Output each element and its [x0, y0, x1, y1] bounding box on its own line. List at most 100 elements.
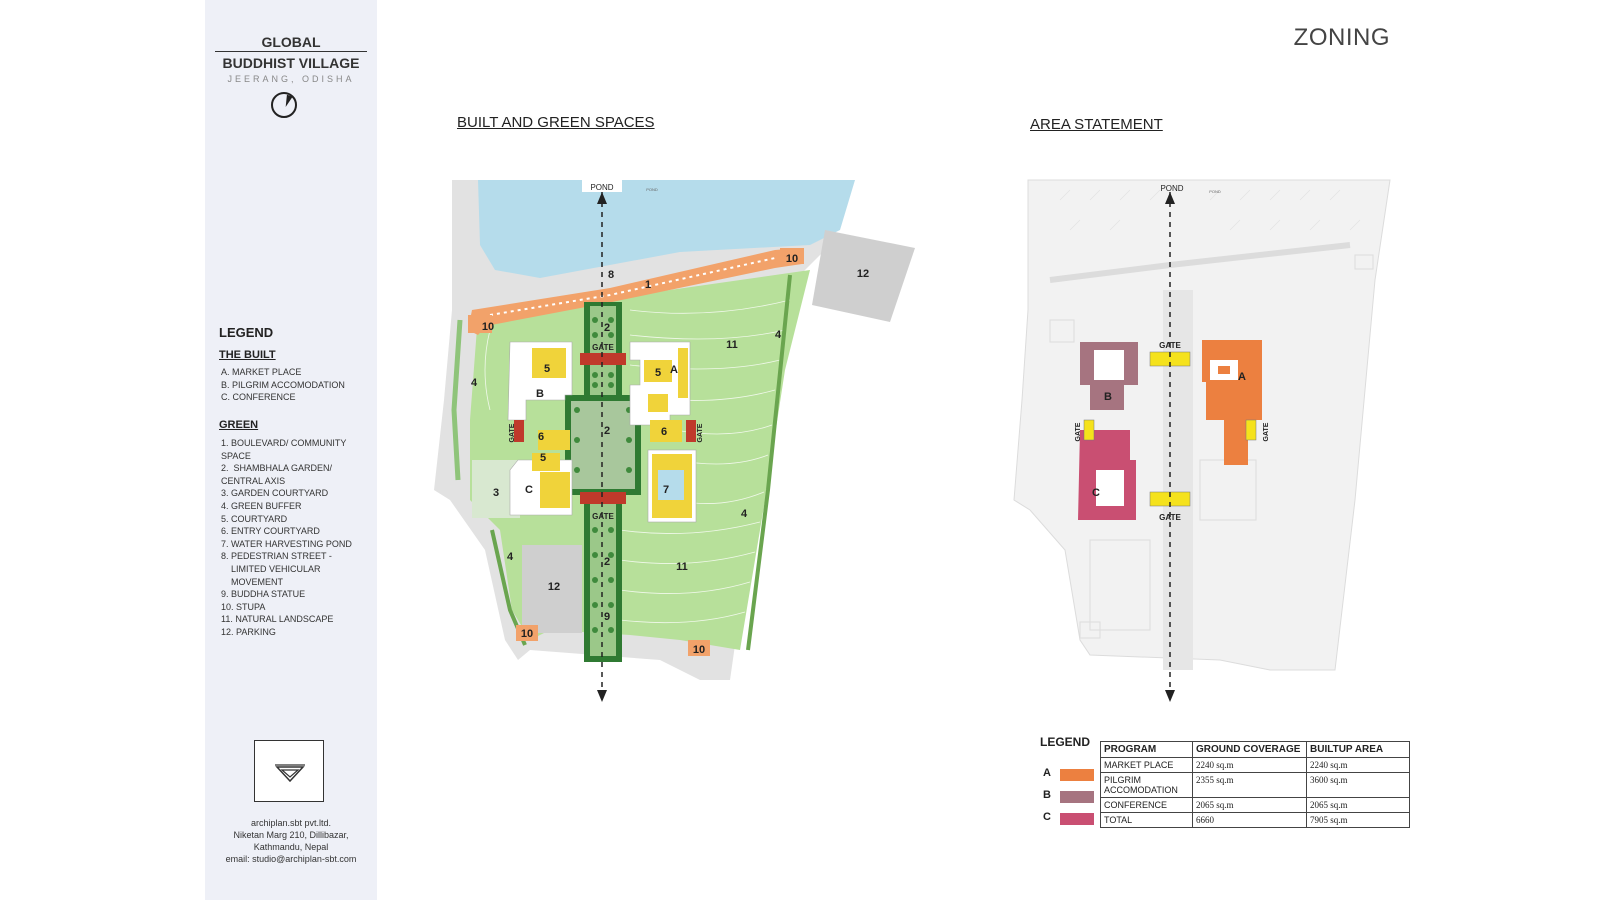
label-12-ne: 12	[857, 268, 869, 280]
table-cell: PILGRIM ACCOMODATION	[1100, 772, 1193, 798]
zoning-pond-small-label: POND	[1209, 189, 1221, 194]
shambhala-garden	[571, 401, 635, 489]
table-cell: 2065 sq.m	[1192, 797, 1307, 813]
firm-address: archiplan.sbt pvt.ltd. Niketan Marg 210,…	[211, 817, 371, 865]
green-buffer-west	[451, 319, 463, 481]
courtyard-west-2	[532, 453, 560, 471]
label-10-sw: 10	[521, 628, 533, 640]
label-c: C	[525, 484, 533, 496]
green-item: 7. WATER HARVESTING POND	[221, 538, 352, 549]
swatch-b	[1060, 791, 1094, 803]
arrow-down-icon	[597, 690, 607, 702]
firm-name: archiplan.sbt pvt.ltd.	[250, 818, 332, 828]
label-4-south: 4	[507, 551, 514, 563]
firm-address-line2: Kathmandu, Nepal	[253, 842, 329, 852]
zoning-pond-label: POND	[1160, 184, 1183, 193]
parking-sw	[522, 545, 582, 633]
zone-b-label: B	[1104, 391, 1112, 403]
green-item: 5. COURTYARD	[221, 513, 288, 524]
label-5-east: 5	[655, 367, 661, 379]
green-heading: GREEN	[219, 419, 259, 431]
courtyard-east-strip	[678, 348, 688, 398]
built-list: A. MARKET PLACE B. PILGRIM ACCOMODATION …	[221, 366, 371, 404]
courtyard-east-1	[644, 360, 672, 382]
stupa-sw	[516, 625, 538, 641]
swatch-c	[1060, 813, 1094, 825]
label-9: 9	[604, 611, 610, 623]
table-row: CONFERENCE 2065 sq.m 2065 sq.m	[1100, 797, 1410, 813]
label-6-west: 6	[538, 431, 544, 443]
pond-label: POND	[590, 183, 613, 192]
arrow-up-icon	[597, 192, 607, 204]
swatch-a	[1060, 769, 1094, 781]
label-10-nw: 10	[482, 321, 494, 333]
area-table: PROGRAM GROUND COVERAGE BUILTUP AREA MAR…	[1100, 741, 1410, 828]
courtyard-west-1	[532, 348, 566, 378]
axis-trees	[574, 317, 632, 633]
zoning-site-ground	[1013, 179, 1391, 671]
north-arrow-icon	[271, 92, 297, 118]
firm-email: email: studio@archiplan-sbt.com	[225, 854, 357, 864]
built-green-site-plan: POND POND 8 1 10 12 10 2 11 4 GATE 4 5 5…	[434, 180, 915, 702]
stupa-se	[688, 640, 710, 656]
zoning-key-c: C	[1043, 811, 1051, 823]
gate-west-label: GATE	[509, 423, 516, 442]
table-row: MARKET PLACE 2240 sq.m 2240 sq.m	[1100, 757, 1410, 773]
label-10-se: 10	[693, 644, 705, 656]
stupa-ne	[780, 248, 804, 264]
project-location: JEERANG, ODISHA	[227, 74, 355, 84]
green-item: 6. ENTRY COURTYARD	[221, 526, 320, 537]
label-8: 8	[608, 269, 614, 281]
label-11-north: 11	[726, 339, 738, 351]
label-4-east2: 4	[741, 508, 748, 520]
pond	[478, 180, 855, 278]
green-item: 8. PEDESTRIAN STREET - LIMITED VEHICULAR…	[221, 551, 332, 587]
table-row: PILGRIM ACCOMODATION 2355 sq.m 3600 sq.m	[1100, 772, 1410, 798]
table-cell: 2355 sq.m	[1192, 772, 1307, 798]
green-item: 3. GARDEN COURTYARD	[221, 488, 329, 499]
label-2-south: 2	[604, 556, 610, 568]
zone-a-inner	[1218, 366, 1230, 374]
built-green-heading: BUILT AND GREEN SPACES	[457, 114, 655, 131]
label-6-east: 6	[661, 426, 667, 438]
legend-heading: LEGEND	[219, 325, 274, 340]
table-header-row: PROGRAM GROUND COVERAGE BUILTUP AREA	[1100, 741, 1410, 758]
gate-south	[580, 492, 626, 504]
zoning-gate-west	[1083, 419, 1095, 441]
label-12-sw: 12	[548, 581, 560, 593]
label-10-ne: 10	[786, 253, 798, 265]
gate-west	[514, 420, 524, 442]
label-3: 3	[493, 487, 499, 499]
zone-b-court	[1094, 350, 1124, 380]
zoning-gate-east	[1245, 419, 1257, 441]
table-header: GROUND COVERAGE	[1192, 741, 1307, 758]
label-1: 1	[645, 279, 651, 291]
label-2-center: 2	[604, 425, 610, 437]
built-heading: THE BUILT	[219, 349, 276, 361]
built-item: B. PILGRIM ACCOMODATION	[221, 379, 345, 390]
zone-c-court	[1096, 470, 1124, 506]
table-cell: 2240 sq.m	[1306, 757, 1410, 773]
gate-east-label: GATE	[697, 423, 704, 442]
firm-address-line1: Niketan Marg 210, Dillibazar,	[233, 830, 349, 840]
courtyard-west-3	[540, 472, 570, 508]
zone-a-label: A	[1238, 371, 1246, 383]
label-4-east: 4	[775, 329, 782, 341]
green-item: 2. SHAMBHALA GARDEN/ CENTRAL AXIS	[221, 463, 333, 486]
label-7: 7	[663, 484, 669, 496]
entry-courtyard-west	[538, 430, 570, 450]
green-buffer-east	[746, 274, 792, 651]
zoning-arrow-up-icon	[1165, 192, 1175, 204]
label-4-west: 4	[471, 377, 478, 389]
pond-tag	[582, 180, 622, 192]
green-item: 10. STUPA	[221, 601, 266, 612]
table-cell: MARKET PLACE	[1100, 757, 1193, 773]
label-5-south: 5	[540, 452, 546, 464]
table-header: BUILTUP AREA	[1306, 741, 1410, 758]
green-item: 1. BOULEVARD/ COMMUNITY SPACE	[221, 438, 347, 461]
boulevard-pattern	[489, 257, 776, 316]
gate-north-label: GATE	[592, 343, 614, 352]
zoning-key-a: A	[1043, 767, 1051, 779]
project-title-line1: GLOBAL	[261, 34, 321, 50]
table-cell: 2240 sq.m	[1192, 757, 1307, 773]
